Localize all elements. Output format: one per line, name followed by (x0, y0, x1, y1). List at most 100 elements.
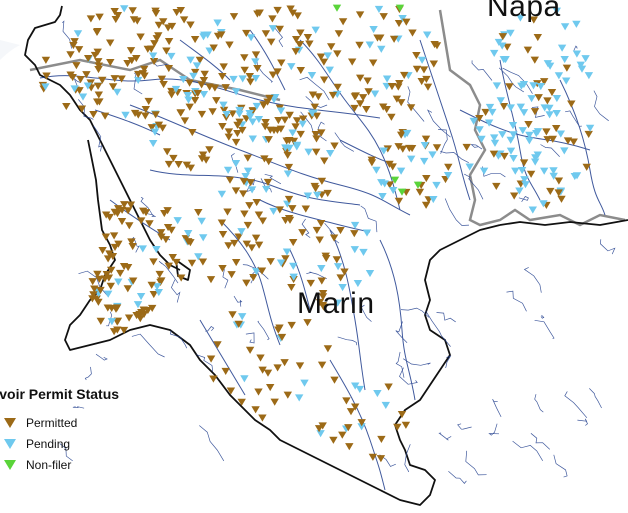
reservoir-site-marker[interactable] (554, 189, 563, 197)
reservoir-site-marker[interactable] (506, 104, 515, 112)
reservoir-site-marker[interactable] (188, 129, 197, 137)
reservoir-site-marker[interactable] (346, 408, 356, 416)
reservoir-site-marker[interactable] (540, 78, 549, 86)
reservoir-site-marker[interactable] (231, 88, 241, 96)
reservoir-site-marker[interactable] (581, 55, 590, 63)
reservoir-site-marker[interactable] (287, 321, 296, 329)
reservoir-site-marker[interactable] (141, 106, 150, 114)
reservoir-site-marker[interactable] (533, 34, 542, 42)
reservoir-site-marker[interactable] (273, 68, 282, 76)
reservoir-site-marker[interactable] (240, 375, 249, 383)
reservoir-site-marker[interactable] (370, 90, 380, 98)
reservoir-site-marker[interactable] (485, 103, 495, 111)
reservoir-site-marker[interactable] (542, 128, 551, 136)
reservoir-site-marker[interactable] (490, 139, 500, 147)
reservoir-site-marker[interactable] (363, 77, 372, 85)
reservoir-site-marker[interactable] (312, 148, 321, 156)
reservoir-site-marker[interactable] (357, 419, 366, 427)
reservoir-site-marker[interactable] (489, 150, 499, 158)
reservoir-site-marker[interactable] (397, 188, 407, 196)
reservoir-site-marker[interactable] (572, 20, 581, 28)
reservoir-site-marker[interactable] (462, 143, 471, 151)
reservoir-site-marker[interactable] (242, 29, 251, 37)
reservoir-site-marker[interactable] (192, 62, 202, 70)
reservoir-site-marker[interactable] (157, 75, 167, 83)
reservoir-site-marker[interactable] (317, 277, 326, 285)
reservoir-site-marker[interactable] (317, 361, 327, 369)
reservoir-site-marker[interactable] (283, 151, 292, 159)
reservoir-site-marker[interactable] (317, 129, 326, 137)
reservoir-site-marker[interactable] (268, 71, 278, 79)
reservoir-site-marker[interactable] (543, 97, 552, 105)
reservoir-site-marker[interactable] (364, 88, 373, 96)
reservoir-site-marker[interactable] (569, 138, 578, 146)
reservoir-site-marker[interactable] (232, 259, 241, 267)
reservoir-site-marker[interactable] (242, 279, 251, 287)
reservoir-site-marker[interactable] (304, 148, 313, 156)
reservoir-site-marker[interactable] (383, 145, 392, 153)
reservoir-site-marker[interactable] (190, 36, 200, 44)
reservoir-site-marker[interactable] (355, 385, 364, 393)
reservoir-site-marker[interactable] (314, 425, 324, 433)
reservoir-site-marker[interactable] (225, 176, 235, 184)
reservoir-site-marker[interactable] (134, 76, 143, 84)
reservoir-site-marker[interactable] (421, 201, 431, 209)
reservoir-site-marker[interactable] (62, 103, 71, 111)
reservoir-site-marker[interactable] (552, 124, 561, 133)
reservoir-site-marker[interactable] (167, 91, 176, 99)
reservoir-site-marker[interactable] (222, 111, 231, 119)
reservoir-site-marker[interactable] (239, 190, 248, 198)
reservoir-site-marker[interactable] (110, 243, 120, 251)
reservoir-site-marker[interactable] (503, 43, 512, 51)
reservoir-site-marker[interactable] (156, 229, 166, 237)
reservoir-site-marker[interactable] (362, 105, 371, 114)
reservoir-site-marker[interactable] (394, 197, 404, 205)
reservoir-site-marker[interactable] (296, 130, 305, 138)
reservoir-site-marker[interactable] (310, 103, 319, 111)
reservoir-site-marker[interactable] (572, 172, 582, 180)
reservoir-site-marker[interactable] (223, 166, 233, 174)
reservoir-site-marker[interactable] (110, 208, 119, 216)
reservoir-site-marker[interactable] (584, 130, 593, 138)
reservoir-site-marker[interactable] (95, 13, 104, 21)
reservoir-site-marker[interactable] (155, 270, 164, 278)
reservoir-site-marker[interactable] (94, 91, 103, 99)
reservoir-site-marker[interactable] (184, 96, 193, 104)
reservoir-site-marker[interactable] (384, 383, 393, 391)
reservoir-site-marker[interactable] (499, 103, 509, 111)
reservoir-site-marker[interactable] (267, 38, 276, 46)
reservoir-site-marker[interactable] (119, 326, 129, 334)
reservoir-site-marker[interactable] (389, 35, 399, 43)
reservoir-site-marker[interactable] (219, 63, 228, 71)
reservoir-site-marker[interactable] (149, 258, 158, 266)
reservoir-site-marker[interactable] (283, 200, 292, 208)
reservoir-site-marker[interactable] (273, 364, 282, 372)
reservoir-site-marker[interactable] (258, 366, 267, 374)
reservoir-site-marker[interactable] (421, 135, 431, 143)
reservoir-site-marker[interactable] (224, 133, 233, 141)
reservoir-site-marker[interactable] (113, 318, 122, 326)
reservoir-site-marker[interactable] (217, 190, 227, 198)
reservoir-site-marker[interactable] (103, 255, 113, 263)
reservoir-site-marker[interactable] (395, 80, 404, 88)
reservoir-site-marker[interactable] (107, 318, 117, 326)
reservoir-site-marker[interactable] (147, 124, 156, 132)
reservoir-site-marker[interactable] (287, 63, 296, 71)
reservoir-site-marker[interactable] (116, 269, 125, 277)
reservoir-site-marker[interactable] (151, 7, 160, 15)
reservoir-site-marker[interactable] (333, 263, 343, 271)
reservoir-site-marker[interactable] (148, 304, 157, 312)
reservoir-site-marker[interactable] (389, 187, 398, 195)
reservoir-site-marker[interactable] (475, 114, 484, 123)
reservoir-site-marker[interactable] (355, 41, 364, 49)
reservoir-site-marker[interactable] (284, 214, 294, 223)
reservoir-site-marker[interactable] (291, 48, 300, 56)
reservoir-site-marker[interactable] (219, 101, 228, 109)
reservoir-site-marker[interactable] (113, 88, 122, 96)
reservoir-site-marker[interactable] (516, 14, 525, 22)
reservoir-site-marker[interactable] (251, 74, 260, 83)
reservoir-site-marker[interactable] (147, 281, 156, 289)
reservoir-site-marker[interactable] (125, 222, 134, 230)
reservoir-site-marker[interactable] (254, 388, 263, 396)
reservoir-site-marker[interactable] (549, 167, 558, 175)
